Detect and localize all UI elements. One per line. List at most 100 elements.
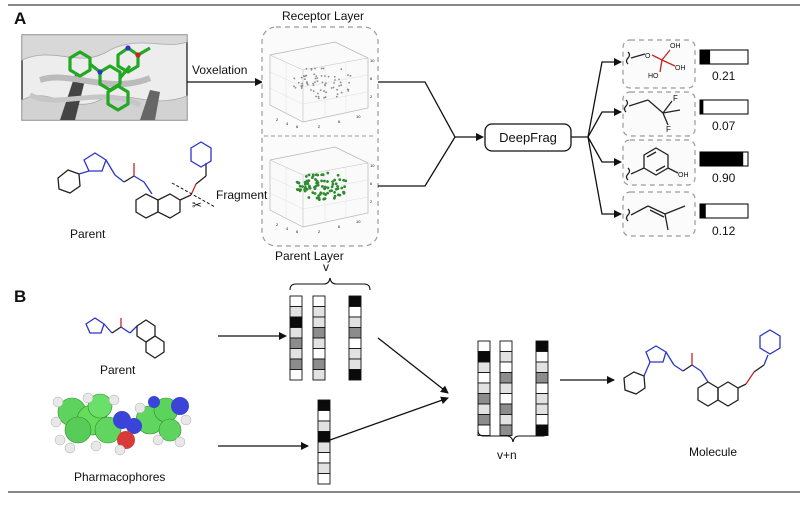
vector-cell: [289, 348, 303, 360]
pharmacophore-vector: [317, 399, 331, 485]
pharm-vector-to-combined-arrow: [329, 396, 449, 441]
vector-cell: [535, 414, 549, 426]
svg-text:4: 4: [286, 121, 289, 126]
fragment-candidate-1: O OH HO OH: [622, 39, 696, 89]
vector-cell: [477, 424, 491, 436]
vector-cell: [317, 441, 331, 453]
vector-cell: [477, 403, 491, 415]
v-brace: [289, 277, 371, 291]
combined-vectors: [477, 340, 549, 436]
vector-cell: [348, 369, 362, 381]
vector-cell: [477, 372, 491, 384]
vector-cell: [317, 410, 331, 422]
parent-molecule-b: [85, 317, 165, 359]
vector-cell: [289, 306, 303, 318]
vector-cell: [289, 369, 303, 381]
vector-cell: [535, 403, 549, 415]
combined-vector-1: [477, 340, 491, 436]
panel-b-letter: B: [14, 287, 26, 306]
molecule-label: Molecule: [689, 445, 737, 459]
scissors-icon: ✂: [192, 198, 202, 212]
vector-cell: [535, 361, 549, 373]
fragment-candidate-2: F F: [622, 91, 696, 137]
vector-cell: [312, 316, 326, 328]
voxelation-label: Voxelation: [192, 63, 247, 77]
vector-cell: [312, 295, 326, 307]
svg-text:6: 6: [370, 181, 373, 186]
vector-cell: [312, 369, 326, 381]
parent-vectors: [289, 295, 362, 381]
fragment-candidate-3: OH: [622, 139, 696, 186]
vector-cell: [312, 306, 326, 318]
output-molecule: [623, 329, 781, 407]
score-bar-2: [699, 99, 749, 115]
parent-vector-to-combined-arrow: [377, 337, 449, 394]
vector-cell: [477, 382, 491, 394]
svg-text:6: 6: [338, 224, 341, 229]
svg-text:2: 2: [318, 229, 321, 234]
vector-cell: [317, 452, 331, 464]
deepfrag-label: DeepFrag: [499, 130, 557, 145]
vector-cell: [317, 399, 331, 411]
vector-cell: [499, 361, 513, 373]
vector-cell: [499, 393, 513, 405]
score-bars: [699, 49, 749, 219]
parent-molecule-a: ✂: [57, 141, 216, 219]
vector-cell: [312, 358, 326, 370]
fragment-1-atom-ho: HO: [648, 73, 659, 80]
vector-cell: [312, 337, 326, 349]
vector-cell: [499, 372, 513, 384]
fragment-3-score: 0.90: [712, 171, 736, 185]
vector-cell: [535, 424, 549, 436]
fragment-3-atom-oh: OH: [678, 172, 689, 179]
vector-cell: [348, 358, 362, 370]
svg-text:10: 10: [370, 58, 375, 63]
score-bar-fill-3: [700, 152, 744, 166]
receptor-layer-label: Receptor Layer: [282, 9, 364, 23]
svg-text:4: 4: [286, 226, 289, 231]
parent-vector-3: [348, 295, 362, 381]
fragment-1-atom-oh-a: OH: [670, 43, 681, 50]
vector-cell: [348, 295, 362, 307]
vector-cell: [289, 295, 303, 307]
receptor-structure-image: [21, 34, 188, 121]
vector-cell: [499, 414, 513, 426]
vector-cell: [289, 358, 303, 370]
vector-cell: [499, 340, 513, 352]
svg-text:10: 10: [356, 219, 361, 224]
vector-cell: [348, 316, 362, 328]
vector-cell: [289, 327, 303, 339]
vector-cell: [499, 351, 513, 363]
v-label: v: [323, 260, 329, 274]
score-bar-fill-2: [700, 100, 704, 114]
vector-cell: [499, 403, 513, 415]
vn-brace: [477, 429, 549, 443]
parent-label-a: Parent: [70, 227, 106, 241]
fragment-label: Fragment: [216, 188, 268, 202]
vn-label: v+n: [497, 448, 517, 462]
vector-cell: [312, 348, 326, 360]
fragment-2-score: 0.07: [712, 119, 736, 133]
panel-a-letter: A: [14, 9, 26, 28]
vector-cell: [535, 382, 549, 394]
vector-cell: [348, 327, 362, 339]
vector-cell: [477, 361, 491, 373]
svg-text:2: 2: [370, 94, 373, 99]
pharmacophores-label: Pharmacophores: [74, 470, 165, 484]
vector-cell: [289, 316, 303, 328]
fragment-candidate-4: [622, 191, 696, 237]
vector-cell: [317, 431, 331, 443]
score-bar-fill-4: [700, 204, 706, 218]
vector-cell: [499, 424, 513, 436]
vector-cell: [289, 337, 303, 349]
prediction-arrows: [571, 58, 622, 218]
vector-cell: [348, 306, 362, 318]
vector-cell: [477, 393, 491, 405]
pharmacophore-vector-1: [317, 399, 331, 485]
combined-vector-2: [499, 340, 513, 436]
svg-text:10: 10: [370, 163, 375, 168]
score-bar-fill-1: [700, 50, 711, 64]
parent-vector-2: [312, 295, 326, 381]
vector-cell: [317, 420, 331, 432]
